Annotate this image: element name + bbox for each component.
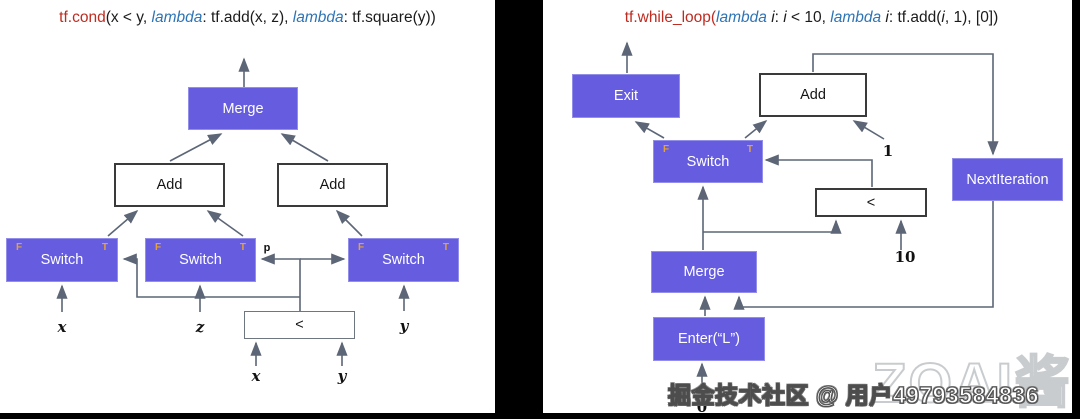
port-false-label: F [358, 242, 365, 253]
title-segment: : tf.add(x, z), [202, 9, 293, 26]
title-keyword-tfcond: tf.cond [59, 9, 106, 26]
title-segment: (x < y, [105, 9, 152, 26]
title-var-i: i [783, 9, 787, 26]
constant-label-1: 1 [882, 142, 894, 160]
port-false-label: F [663, 144, 670, 155]
edge-add1-to-merge [169, 133, 223, 162]
edge-pred-to-switch1 [122, 253, 300, 298]
edge-add2-to-merge [280, 133, 329, 162]
panel-divider [495, 0, 543, 419]
predicate-label-p: p [263, 242, 271, 254]
edge-switch-to-add [744, 119, 768, 139]
right-panel-title: tf.while_loop(lambda i: i < 10, lambda i… [543, 9, 1080, 27]
node-less-right: < [815, 188, 927, 217]
node-exit: Exit [572, 74, 680, 118]
constant-label-10: 10 [894, 248, 916, 266]
edge-nextiteration-to-merge [733, 201, 994, 310]
bottom-bar [0, 413, 1080, 419]
edge-add-to-nextiteration [812, 53, 999, 156]
title-segment: : tf.square(y)) [343, 9, 436, 26]
port-true-label: T [746, 144, 753, 155]
node-add-left-1: Add [114, 163, 225, 207]
edge-less-to-switch [764, 154, 873, 187]
node-label: Enter(“L”) [677, 331, 741, 347]
title-segment: < 10, [786, 9, 831, 26]
node-merge-right: Merge [651, 251, 757, 293]
compare-input-y: y [337, 367, 347, 385]
title-segment: : tf.add( [888, 9, 942, 26]
node-label: Add [156, 177, 183, 193]
watermark-logo: ZOAI酱 [871, 350, 1072, 415]
title-var-i: i [771, 9, 775, 26]
title-lambda-keyword: lambda [151, 9, 203, 26]
node-label: < [295, 317, 304, 333]
node-label: Add [800, 87, 826, 103]
edge-switch2-to-add1 [206, 210, 244, 237]
node-nextiteration: NextIteration [952, 158, 1063, 201]
input-label-y: y [399, 317, 409, 335]
edge-switch-to-exit [634, 121, 665, 139]
node-switch-left-1: F T Switch [6, 238, 118, 282]
node-enter: Enter(“L”) [653, 317, 765, 361]
input-label-x: x [57, 318, 67, 336]
node-label: Exit [613, 88, 639, 104]
node-switch-left-2: F T Switch [145, 238, 256, 282]
title-lambda-keyword: lambda [292, 9, 344, 26]
node-less-left: < [244, 311, 355, 339]
right-edge-bar [1072, 0, 1080, 419]
node-label: Add [319, 177, 346, 193]
constant-label-0: 0 [696, 398, 708, 416]
node-label: NextIteration [966, 171, 1049, 188]
input-label-z: z [195, 318, 205, 336]
title-var-i: i [885, 9, 889, 26]
title-lambda-keyword: lambda [716, 9, 772, 26]
node-label: Switch [686, 153, 730, 170]
port-false-label: F [155, 242, 162, 253]
edge-pred-to-switch2 [260, 253, 301, 311]
node-label: Switch [179, 252, 222, 268]
node-label: Switch [40, 252, 84, 268]
compare-input-x: x [251, 367, 261, 385]
port-true-label: T [101, 242, 108, 253]
port-true-label: T [442, 242, 449, 253]
node-label: Switch [382, 252, 425, 268]
title-var-i: i [941, 9, 945, 26]
edge-one-to-add [852, 120, 885, 140]
title-segment: , 1), [0]) [944, 9, 999, 26]
node-add-right: Add [759, 73, 867, 117]
edge-switch1-to-add1 [107, 209, 139, 237]
node-label: Merge [222, 100, 264, 117]
port-true-label: T [239, 242, 246, 253]
left-panel-title: tf.cond(x < y, lambda: tf.add(x, z), lam… [0, 9, 495, 27]
node-add-left-2: Add [277, 163, 388, 207]
node-label: < [866, 194, 876, 211]
watermark-text: 掘金技术社区 @ 用户49793584836 [668, 382, 1039, 409]
edge-switch3-to-add2 [335, 209, 363, 237]
port-false-label: F [16, 242, 23, 253]
node-switch-left-3: F T Switch [348, 238, 459, 282]
edge-merge-to-less [703, 219, 842, 234]
node-label: Merge [683, 264, 725, 280]
node-merge-left: Merge [188, 87, 298, 130]
title-keyword-whileloop: tf.while_loop( [624, 9, 717, 26]
title-lambda-keyword: lambda [830, 9, 886, 26]
title-segment: : [774, 9, 784, 26]
node-switch-right: F T Switch [653, 140, 763, 183]
